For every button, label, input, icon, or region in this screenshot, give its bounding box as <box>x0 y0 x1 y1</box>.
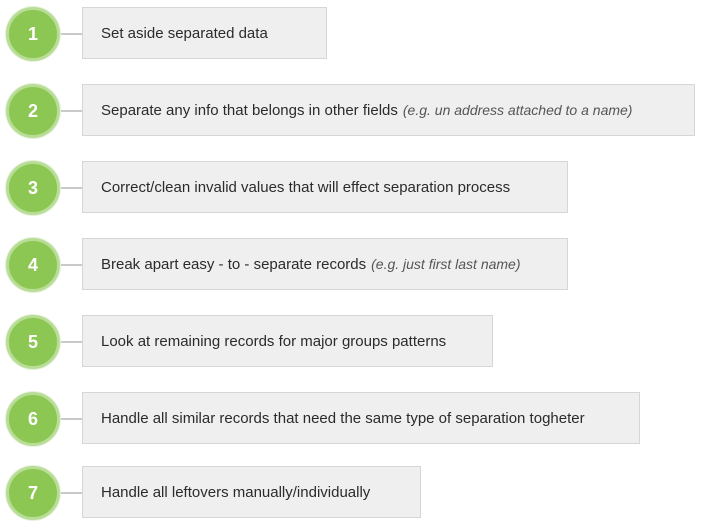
step-number-badge: 4 <box>6 238 60 292</box>
connector-line <box>58 187 84 189</box>
step-text: Separate any info that belongs in other … <box>101 101 398 119</box>
step-example: (e.g. un address attached to a name) <box>402 102 633 118</box>
step-box: Set aside separated data <box>82 7 327 59</box>
step-5: 5 Look at remaining records for major gr… <box>0 312 701 372</box>
step-example: (e.g. just first last name) <box>371 256 521 272</box>
connector-line <box>58 341 84 343</box>
step-number-badge: 2 <box>6 84 60 138</box>
step-text: Handle all leftovers manually/individual… <box>101 483 371 501</box>
step-number-badge: 7 <box>6 466 60 520</box>
step-number-badge: 1 <box>6 7 60 61</box>
step-text: Break apart easy - to - separate records <box>101 255 367 273</box>
step-box: Look at remaining records for major grou… <box>82 315 493 367</box>
step-7: 7 Handle all leftovers manually/individu… <box>0 463 701 523</box>
connector-line <box>58 418 84 420</box>
step-box: Handle all similar records that need the… <box>82 392 640 444</box>
step-box: Correct/clean invalid values that will e… <box>82 161 568 213</box>
step-text: Correct/clean invalid values that will e… <box>101 178 511 196</box>
connector-line <box>58 33 84 35</box>
step-3: 3 Correct/clean invalid values that will… <box>0 158 701 218</box>
step-box: Break apart easy - to - separate records… <box>82 238 568 290</box>
connector-line <box>58 110 84 112</box>
step-text: Handle all similar records that need the… <box>101 409 585 427</box>
step-4: 4 Break apart easy - to - separate recor… <box>0 235 701 295</box>
step-text: Set aside separated data <box>101 24 268 42</box>
step-number-badge: 3 <box>6 161 60 215</box>
step-number-badge: 6 <box>6 392 60 446</box>
connector-line <box>58 264 84 266</box>
step-number-badge: 5 <box>6 315 60 369</box>
step-2: 2 Separate any info that belongs in othe… <box>0 81 701 141</box>
step-text: Look at remaining records for major grou… <box>101 332 447 350</box>
step-6: 6 Handle all similar records that need t… <box>0 389 701 449</box>
step-1: 1 Set aside separated data <box>0 4 701 64</box>
step-box: Separate any info that belongs in other … <box>82 84 695 136</box>
connector-line <box>58 492 84 494</box>
step-box: Handle all leftovers manually/individual… <box>82 466 421 518</box>
